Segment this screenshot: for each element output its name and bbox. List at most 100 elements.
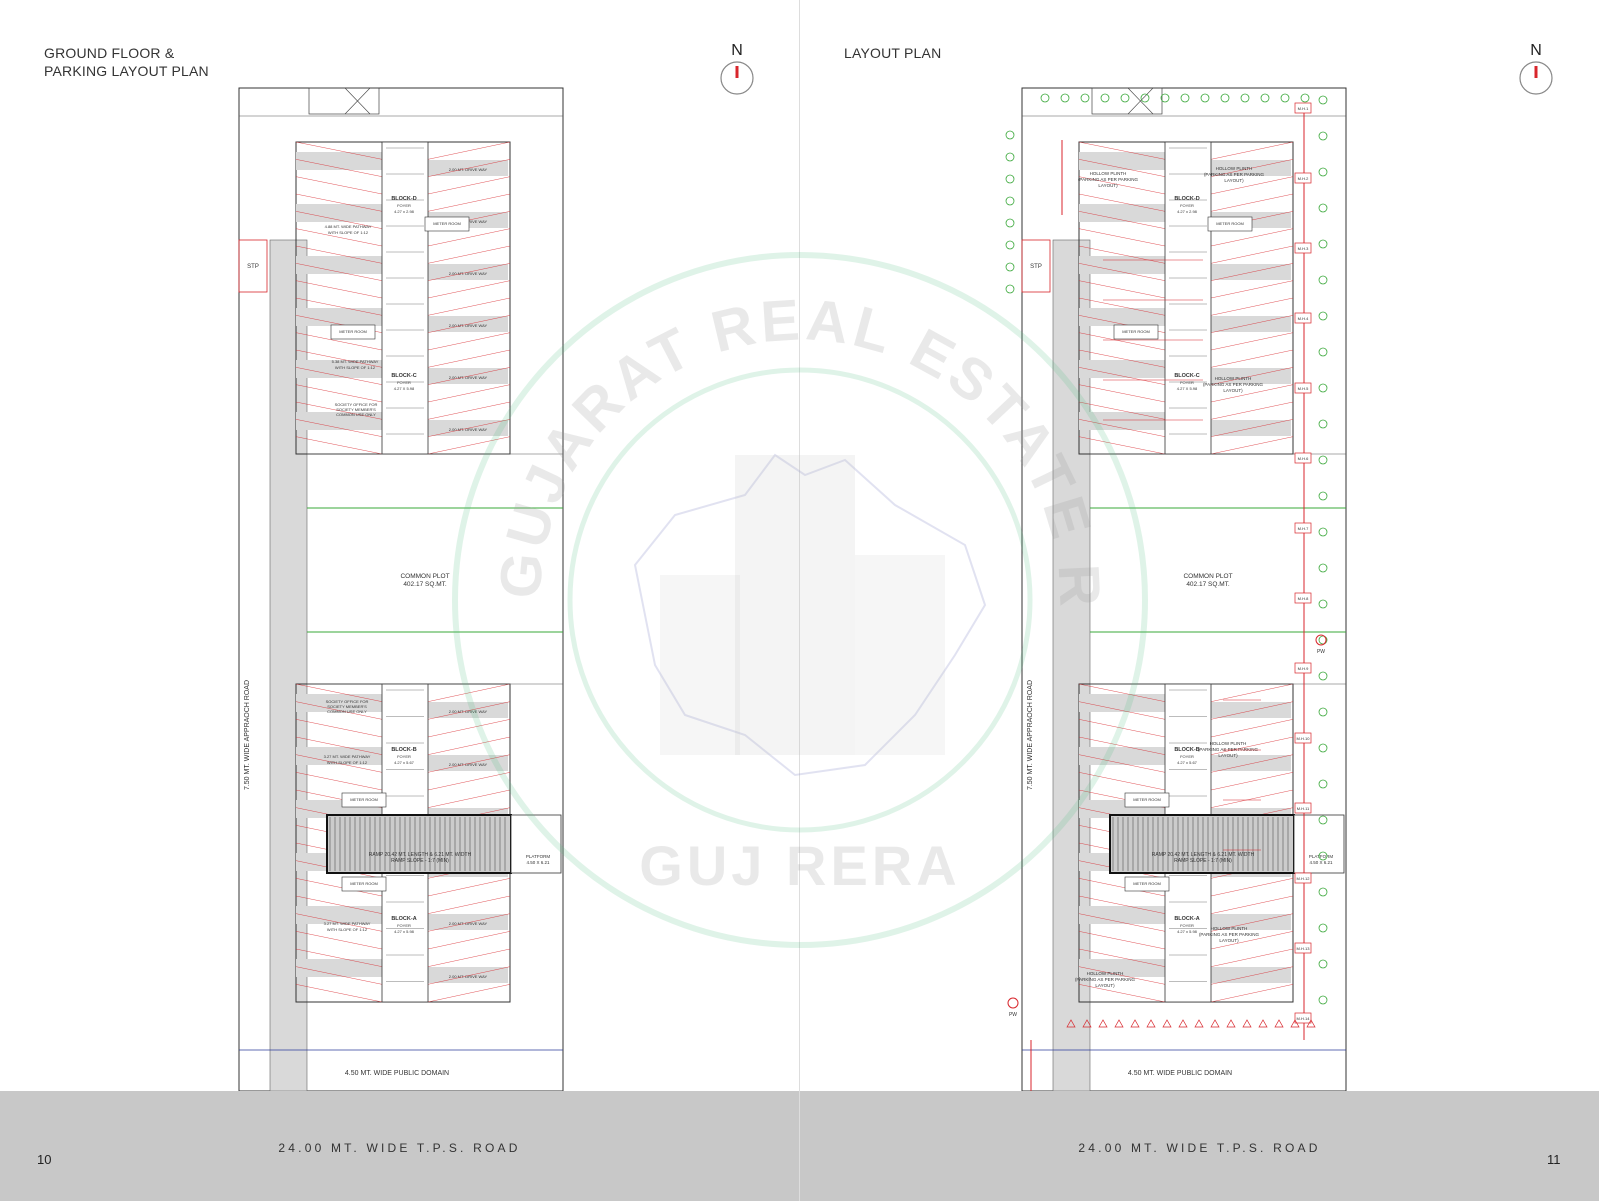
road-label: 24.00 MT. WIDE T.P.S. ROAD <box>1078 1141 1321 1155</box>
block-foyer-size: 4.27 X 5.98 <box>1177 386 1198 391</box>
tree-icon <box>1318 311 1328 321</box>
plan-hatch <box>1078 280 1166 299</box>
platform-size: 4.50 X 6.21 <box>1309 860 1333 865</box>
public-domain-label: 4.50 MT. WIDE PUBLIC DOMAIN <box>1128 1070 1232 1077</box>
bollard-icon <box>1066 1019 1076 1028</box>
ramp-label: RAMP 20.42 MT. LENGTH & 6.21 MT. WIDTH <box>1152 852 1255 858</box>
plan-hatch <box>295 913 383 932</box>
plan-hatch <box>1210 263 1294 281</box>
approach-road <box>269 239 308 1091</box>
plan-hatch <box>427 401 511 420</box>
drive-way-label: 2.00 MT. DRIVE WAY <box>449 921 488 926</box>
meter-room <box>1113 324 1159 340</box>
tree-icon <box>1318 275 1328 285</box>
core-column <box>381 141 429 455</box>
plan-hatch <box>1210 384 1294 403</box>
north-label: N <box>1530 42 1542 59</box>
plan-hatch <box>427 789 511 808</box>
tree-icon <box>1318 383 1328 393</box>
bollard-icon <box>1130 1019 1140 1028</box>
plan-hatch <box>1078 176 1166 195</box>
plan-hatch <box>1078 966 1166 985</box>
drive-way-label: 2.00 MT. DRIVE WAY <box>449 323 488 328</box>
plan-hatch <box>1210 931 1294 950</box>
plan-hatch <box>427 772 511 791</box>
tree-icon <box>1318 239 1328 249</box>
stp-box <box>238 239 268 293</box>
block-name: BLOCK-D <box>1174 196 1199 202</box>
society-office-label: SOCIETY MEMBER'S <box>336 407 376 412</box>
plan-hatch <box>295 736 383 755</box>
plan-hatch <box>427 315 511 333</box>
tree-icon <box>1005 284 1015 294</box>
tree-icon <box>1318 563 1328 573</box>
pathway-fill <box>296 694 382 712</box>
plan-hatch <box>295 683 383 702</box>
plan-hatch <box>427 245 511 264</box>
plan-hatch <box>1210 966 1294 985</box>
manhole-label: M.H.11 <box>1297 806 1310 811</box>
plan-hatch <box>1210 984 1294 1003</box>
plan-hatch <box>1210 159 1294 177</box>
plan-hatch <box>427 419 511 437</box>
manhole-label: M.H.13 <box>1297 946 1311 951</box>
tree-icon <box>1318 167 1328 177</box>
plan-hatch <box>1078 895 1166 914</box>
pw-icon <box>1007 997 1019 1009</box>
hollow-plinth-label: LAYOUT) <box>1223 388 1243 393</box>
tree-icon <box>1140 93 1150 103</box>
pathway-fill <box>296 906 382 924</box>
pw-icon <box>1315 634 1327 646</box>
meter-room <box>1207 216 1253 232</box>
platform-box <box>1293 814 1345 874</box>
block-name: BLOCK-B <box>1174 747 1199 753</box>
plan-hatch <box>427 948 511 967</box>
block-foyer-label: FOYER <box>397 923 411 928</box>
bollard-icon <box>1178 1019 1188 1028</box>
block-foyer-size: 4.27 x 5.98 <box>394 929 415 934</box>
hollow-plinth-label: LAYOUT) <box>1219 938 1239 943</box>
tree-icon <box>1318 851 1328 861</box>
plan-hatch <box>295 754 383 773</box>
plan-hatch <box>295 895 383 914</box>
plan-hatch <box>295 772 383 791</box>
pathway-label: 4.88 MT. WIDE PATHWAY <box>325 224 372 229</box>
plan-hatch <box>1078 436 1166 455</box>
hollow-plinth-label: LAYOUT) <box>1218 753 1238 758</box>
bollard-icon <box>1210 1019 1220 1028</box>
pathway-fill <box>296 412 382 430</box>
drive-way-label: 2.00 MT. DRIVE WAY <box>449 271 488 276</box>
bollard-icon <box>1146 1019 1156 1028</box>
drive-way-label: 2.00 MT. DRIVE WAY <box>449 709 488 714</box>
plan-hatch <box>1210 948 1294 967</box>
plan-hatch <box>1078 419 1166 437</box>
tree-icon <box>1060 93 1070 103</box>
plan-hatch <box>295 384 383 403</box>
plan-hatch <box>427 701 511 720</box>
block-foyer-label: FOYER <box>1180 203 1194 208</box>
tree-icon <box>1318 203 1328 213</box>
plan-hatch <box>427 754 511 773</box>
pw-label: PW <box>1317 649 1325 655</box>
plan-hatch <box>295 948 383 967</box>
hollow-plinth-label: (PARKING AS PER PARKING <box>1198 747 1259 752</box>
north-compass-left: N <box>718 42 756 102</box>
plan-hatch <box>1210 367 1294 385</box>
hollow-plinth-label: (PARKING AS PER PARKING <box>1075 977 1136 982</box>
block-foyer-size: 4.27 x 5.67 <box>1177 760 1198 765</box>
plan-hatch <box>1078 736 1166 755</box>
plan-hatch <box>1078 141 1166 160</box>
common-plot-area: 402.17 SQ.MT. <box>1186 581 1230 588</box>
plan-hatch <box>1078 878 1166 897</box>
manhole-label: M.H.12 <box>1297 876 1311 881</box>
site-boundary <box>238 87 564 1091</box>
manhole-label: M.H.3 <box>1298 246 1309 251</box>
stp-label: STP <box>1030 264 1042 270</box>
plan-hatch <box>1210 789 1294 808</box>
plan-hatch <box>1210 315 1294 333</box>
tank-box <box>308 87 380 115</box>
ramp <box>1109 814 1295 874</box>
manhole-box <box>1294 102 1312 114</box>
plan-hatch <box>295 193 383 212</box>
